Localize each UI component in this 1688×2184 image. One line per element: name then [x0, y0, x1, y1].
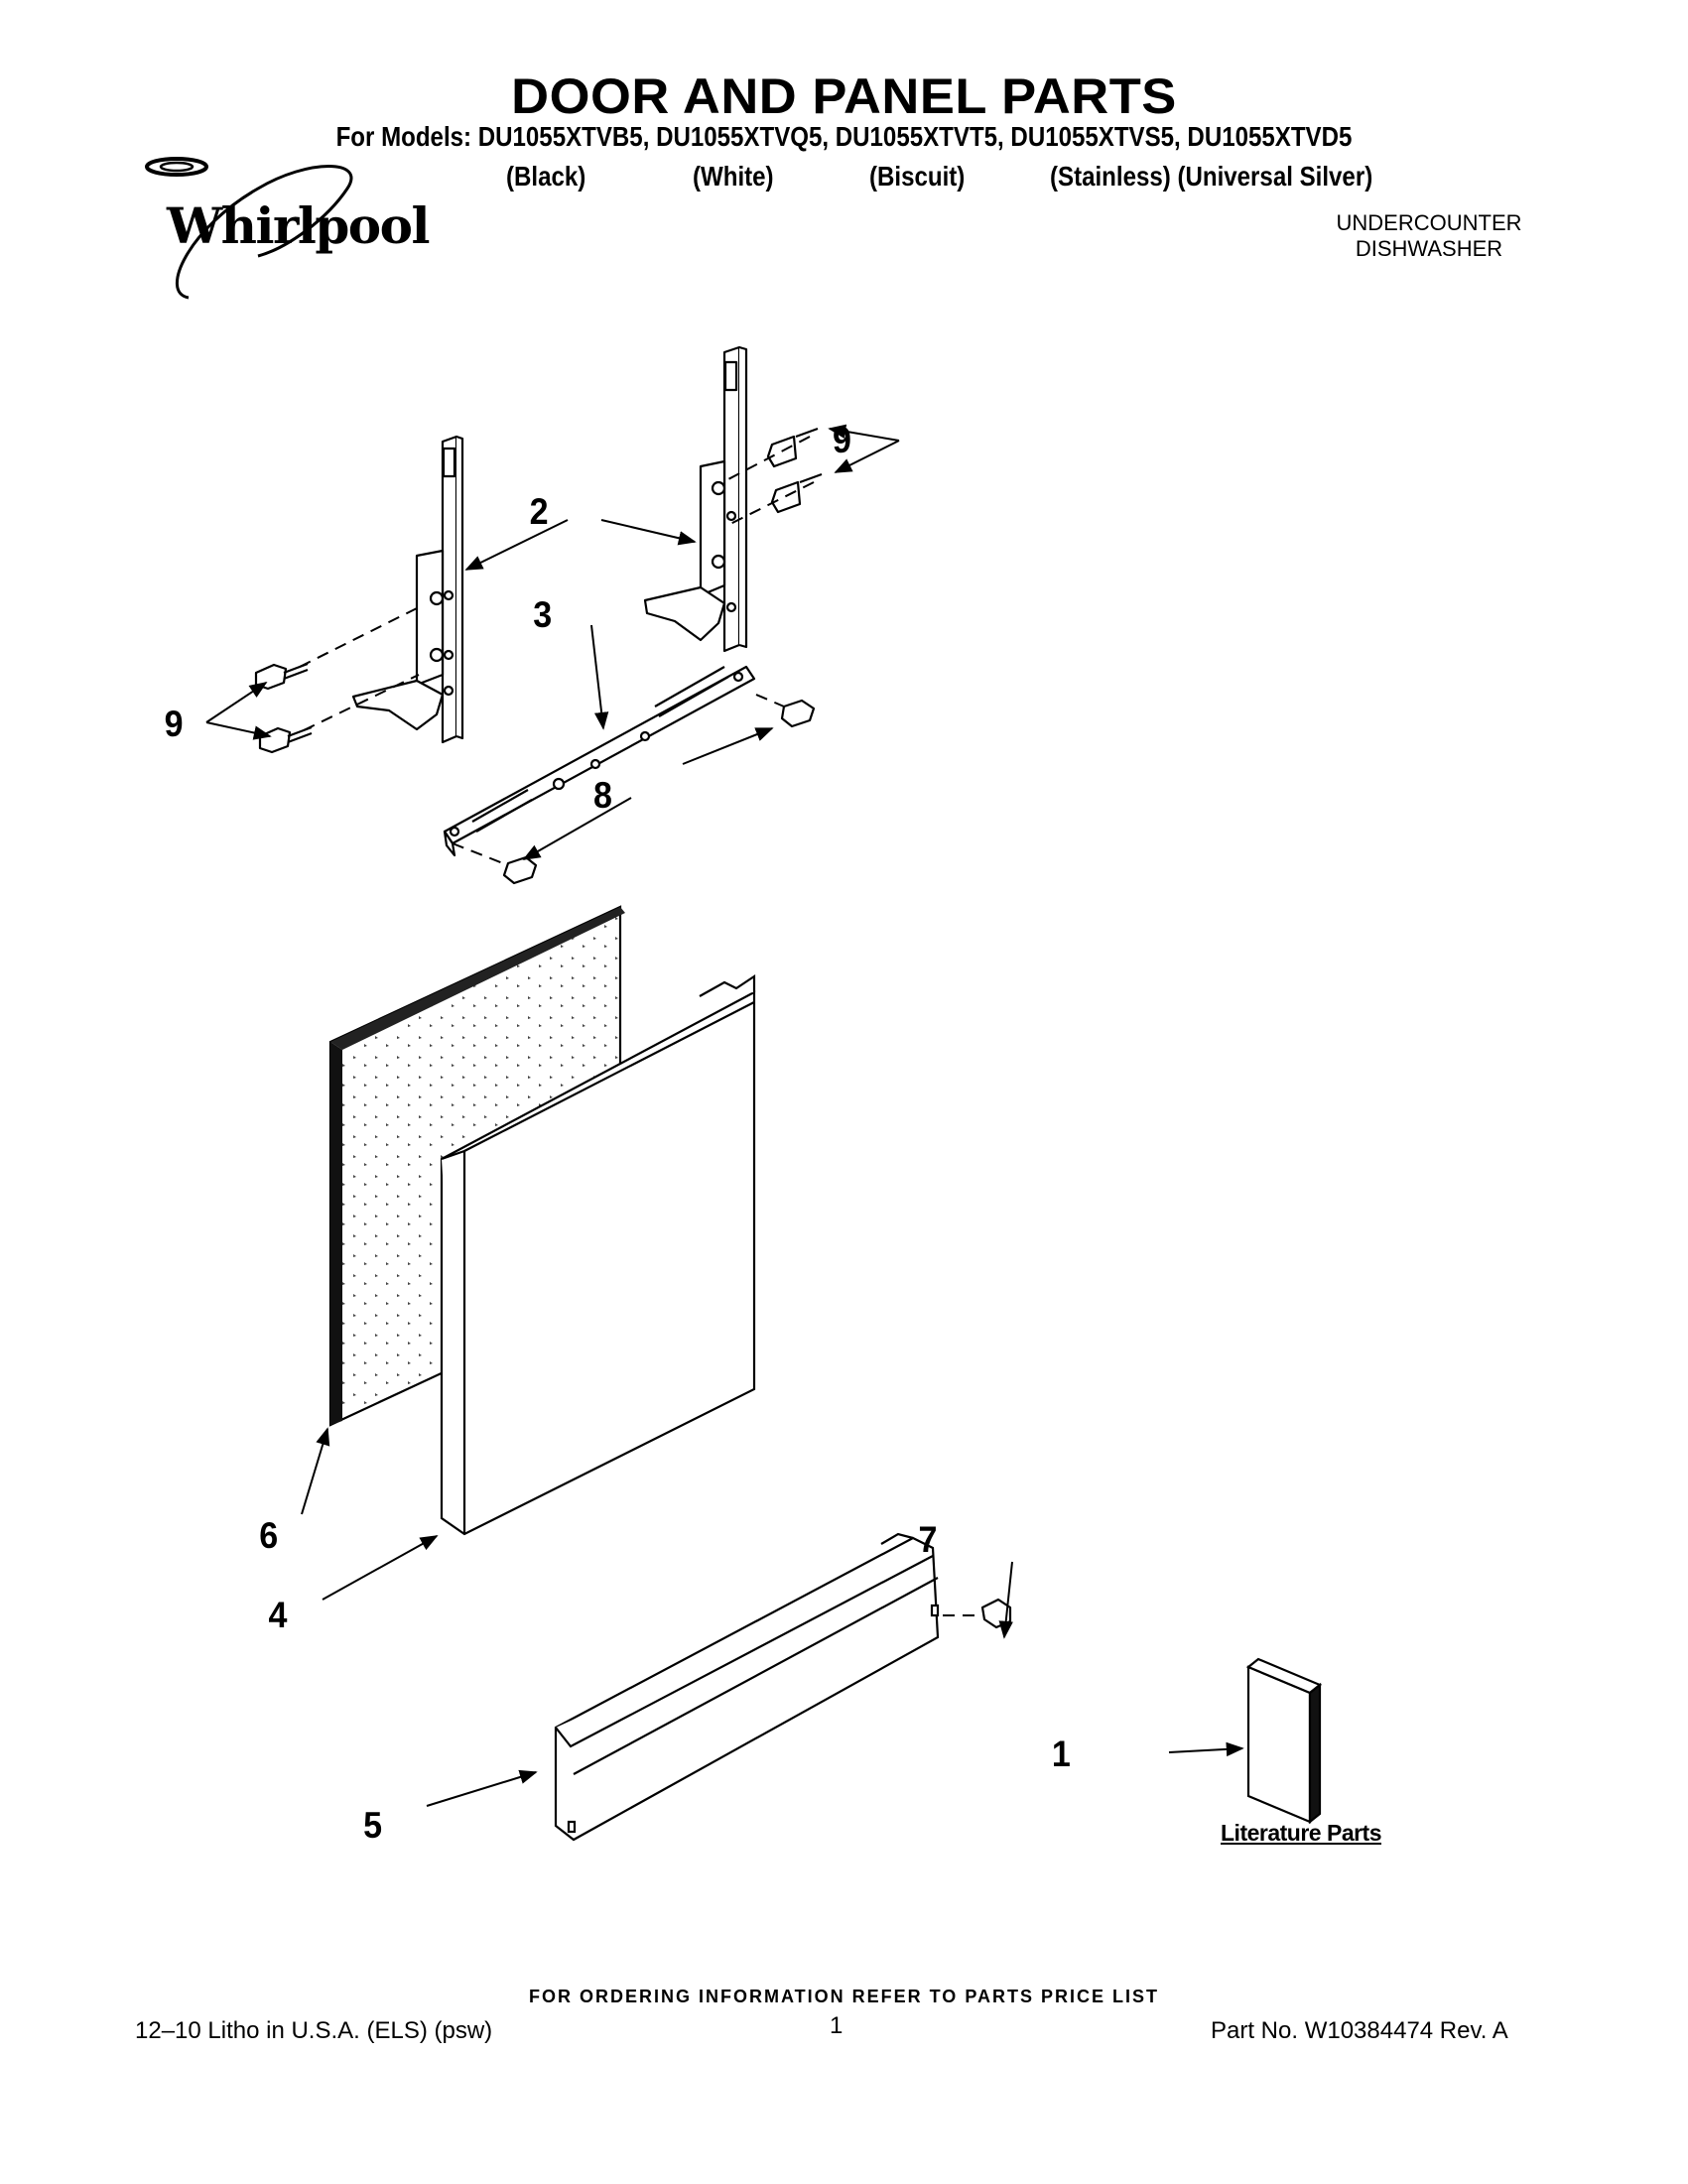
- left-door-bracket: [351, 435, 464, 744]
- brand-logo: [145, 157, 353, 300]
- callout-2: 2: [530, 491, 549, 533]
- appliance-line1: UNDERCOUNTER: [1336, 210, 1522, 235]
- part-number: Part No. W10384474 Rev. A: [1211, 2017, 1508, 2044]
- color-stainless-silver: (Stainless) (Universal Silver): [1050, 161, 1373, 192]
- literature-booklet: [1245, 1657, 1323, 1825]
- page-number: 1: [830, 2012, 844, 2039]
- right-door-bracket: [643, 345, 748, 653]
- brand-wordmark: Whirlpool: [167, 196, 431, 255]
- mounting-bracket: [443, 665, 756, 857]
- color-biscuit: (Biscuit): [869, 161, 966, 192]
- appliance-line2: DISHWASHER: [1355, 236, 1503, 261]
- ordering-note: FOR ORDERING INFORMATION REFER TO PARTS …: [528, 1987, 1159, 2006]
- callout-1: 1: [1052, 1734, 1071, 1775]
- callout-8: 8: [593, 775, 612, 817]
- callout-9-right: 9: [833, 420, 851, 461]
- callout-3: 3: [533, 594, 552, 636]
- callout-6: 6: [259, 1515, 278, 1557]
- appliance-type: UNDERCOUNTER DISHWASHER: [1300, 210, 1558, 262]
- color-black: (Black): [506, 161, 586, 192]
- models-line: For Models: DU1055XTVB5, DU1055XTVQ5, DU…: [335, 121, 1353, 152]
- callout-9-left: 9: [165, 704, 184, 745]
- door-panel: [440, 973, 756, 1536]
- color-white: (White): [693, 161, 774, 192]
- toe-panel: [554, 1532, 940, 1842]
- callout-4: 4: [268, 1595, 287, 1636]
- literature-parts-label: Literature Parts: [1221, 1820, 1382, 1846]
- callout-7: 7: [919, 1519, 938, 1561]
- litho-info: 12–10 Litho in U.S.A. (ELS) (psw): [135, 2017, 493, 2044]
- callout-5: 5: [363, 1805, 382, 1847]
- page-title: DOOR AND PANEL PARTS: [511, 68, 1177, 124]
